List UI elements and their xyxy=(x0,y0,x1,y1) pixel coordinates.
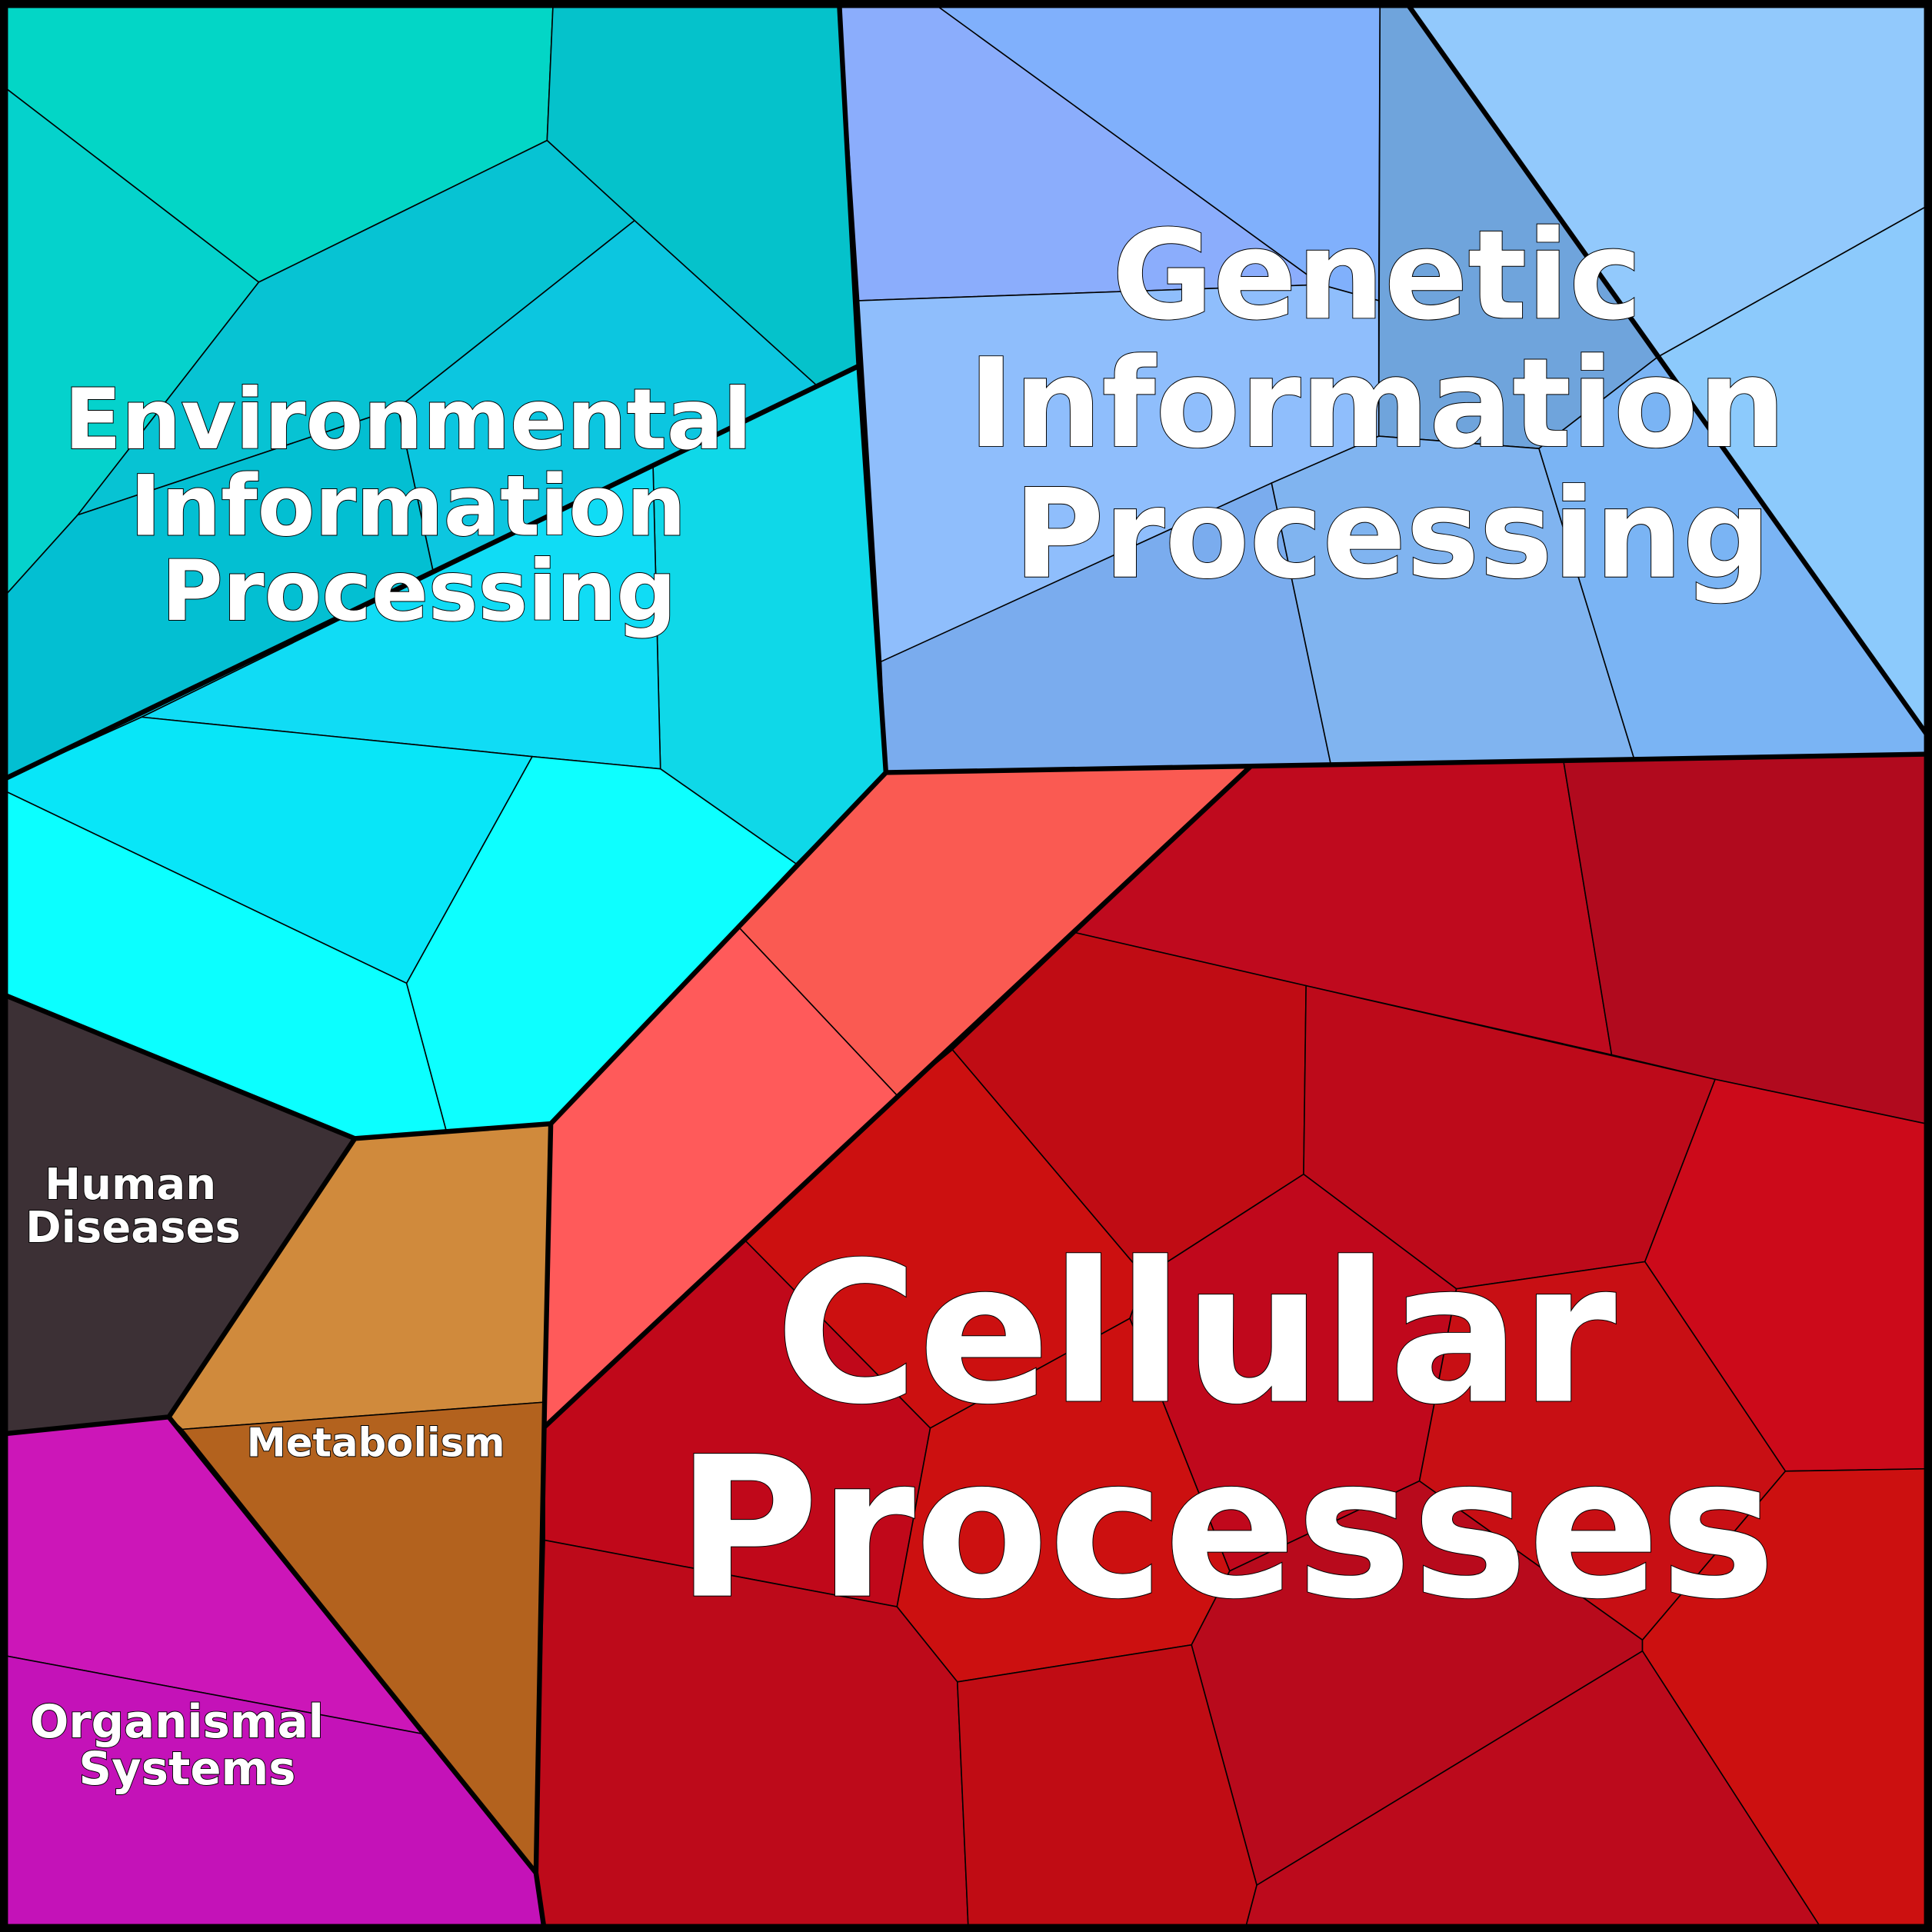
region-genetic xyxy=(838,0,1932,774)
label-genetic: Genetic Information Processing xyxy=(968,203,1829,605)
cell xyxy=(1641,1467,1932,1932)
label-cellular: Cellular Processes xyxy=(676,1221,1776,1642)
label-organismal: Organismal Systems xyxy=(30,1695,340,1795)
label-environmental: Environmental Information Processing xyxy=(64,371,781,640)
cell xyxy=(1538,356,1932,759)
region-cellular xyxy=(535,753,1932,1932)
region-organismal xyxy=(0,1416,545,1932)
label-human-diseases: Human Diseases xyxy=(25,1160,241,1253)
region-environmental xyxy=(0,0,887,1140)
cell xyxy=(1244,1650,1824,1932)
label-metabolism: Metabolism xyxy=(247,1421,505,1467)
cell xyxy=(858,284,1380,663)
